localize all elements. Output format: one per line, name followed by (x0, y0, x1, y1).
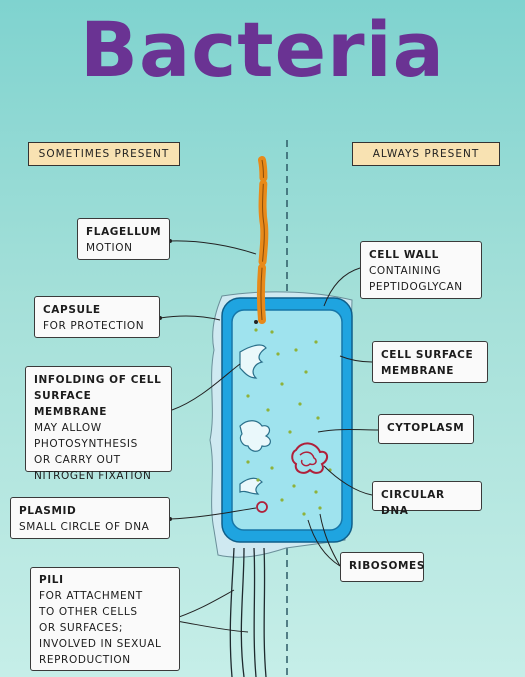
connector-plasmid (169, 507, 257, 520)
label-body: FOR ATTACHMENT TO OTHER CELLS OR SURFACE… (39, 590, 162, 666)
connector-membrane (339, 355, 373, 363)
tag-sometimes-present: SOMETIMES PRESENT (28, 142, 180, 166)
label-ribosomes: RIBOSOMES (340, 552, 424, 582)
connector-pili (169, 619, 249, 633)
label-infolding: INFOLDING OF CELL SURFACE MEMBRANE MAY A… (25, 366, 172, 482)
label-heading: CAPSULE (43, 304, 101, 316)
tag-always-present: ALWAYS PRESENT (352, 142, 500, 166)
mesosome (239, 420, 271, 452)
mesosome (239, 477, 263, 495)
label-heading: CELL SURFACE MEMBRANE (381, 349, 474, 377)
label-circular-dna: CIRCULAR DNA (372, 481, 482, 517)
connector-ribosomes (319, 513, 341, 567)
label-heading: CYTOPLASM (387, 422, 465, 434)
connector-flagellum (169, 240, 257, 255)
pili (229, 547, 267, 677)
label-cell-surface-membrane: CELL SURFACE MEMBRANE (372, 341, 488, 383)
label-heading: PILI (39, 574, 64, 586)
connector-infolding (171, 363, 241, 411)
label-pili: PILI FOR ATTACHMENT TO OTHER CELLS OR SU… (30, 567, 180, 671)
label-heading: PLASMID (19, 505, 77, 517)
label-cytoplasm: CYTOPLASM (378, 414, 474, 444)
label-heading: INFOLDING OF CELL SURFACE MEMBRANE (34, 374, 162, 418)
label-capsule: CAPSULE FOR PROTECTION (34, 296, 160, 338)
label-body: MAY ALLOW PHOTOSYNTHESIS OR CARRY OUT NI… (34, 422, 152, 482)
label-flagellum: FLAGELLUM MOTION (77, 218, 170, 260)
label-heading: CIRCULAR DNA (381, 489, 445, 517)
page-title: Bacteria (80, 5, 445, 94)
cell-membrane (231, 309, 343, 531)
label-heading: CELL WALL (369, 249, 439, 261)
label-body: FOR PROTECTION (43, 320, 145, 332)
connector-capsule (159, 315, 221, 321)
label-body: SMALL CIRCLE OF DNA (19, 521, 150, 533)
label-heading: FLAGELLUM (86, 226, 162, 238)
ribosomes (246, 328, 332, 516)
plasmid (256, 501, 268, 513)
label-body: CONTAINING PEPTIDOGLYCAN (369, 265, 463, 293)
connector-dna (323, 465, 373, 496)
mesosome (239, 344, 267, 379)
circular-dna (291, 442, 328, 474)
connector-cellwall (323, 267, 361, 307)
label-plasmid: PLASMID SMALL CIRCLE OF DNA (10, 497, 170, 539)
label-body: MOTION (86, 242, 133, 254)
connector-ribosomes (307, 519, 341, 567)
connector-cytoplasm (317, 429, 379, 433)
label-heading: RIBOSOMES (349, 560, 425, 572)
label-cell-wall: CELL WALL CONTAINING PEPTIDOGLYCAN (360, 241, 482, 299)
